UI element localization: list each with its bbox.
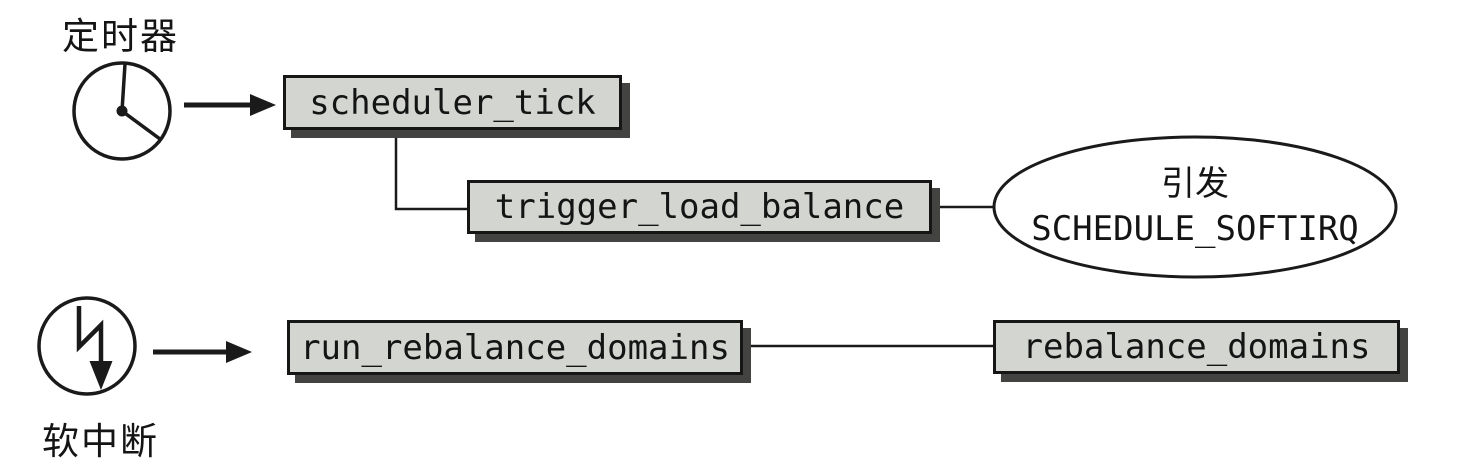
softirq-ellipse-line1: 引发 [1160, 163, 1229, 204]
node-trigger-load-balance: trigger_load_balance [467, 180, 932, 234]
arrow-softirq-to-run-rebalance [153, 341, 252, 363]
softirq-label: 软中断 [42, 420, 159, 463]
clock-icon [72, 61, 172, 161]
node-scheduler-tick-label: scheduler_tick [309, 82, 596, 123]
arrow-timer-to-scheduler-tick [184, 94, 276, 116]
node-run-rebalance-domains: run_rebalance_domains [287, 320, 743, 375]
node-trigger-load-balance-label: trigger_load_balance [494, 187, 905, 227]
node-rebalance-domains: rebalance_domains [993, 320, 1400, 374]
connector-scheduler-to-trigger [394, 130, 467, 211]
softirq-lightning-icon [37, 296, 137, 396]
softirq-ellipse-text: 引发 SCHEDULE_SOFTIRQ [1031, 162, 1359, 250]
softirq-ellipse-line2: SCHEDULE_SOFTIRQ [1031, 208, 1359, 249]
timer-label: 定时器 [62, 15, 179, 58]
node-scheduler-tick: scheduler_tick [283, 75, 622, 130]
node-rebalance-domains-label: rebalance_domains [1022, 327, 1371, 367]
node-run-rebalance-domains-label: run_rebalance_domains [300, 327, 730, 368]
softirq-ellipse [992, 135, 1398, 279]
